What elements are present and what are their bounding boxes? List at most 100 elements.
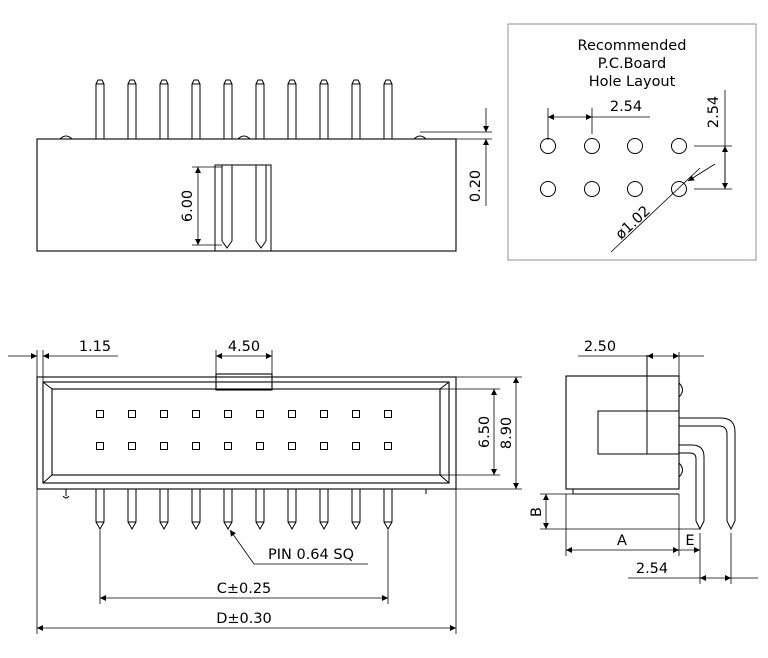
pin-square [96,410,104,418]
pin-square [320,410,328,418]
dim-b-value: B [529,507,545,517]
pin-square [224,442,232,450]
chamfer-bl [42,474,53,484]
window-pin-right [255,165,267,249]
pin-square [256,410,264,418]
side-view-pin [287,79,297,139]
front-view-leg [255,489,265,531]
end-view-bump-bottom [678,462,683,478]
pin-square [384,442,392,450]
end-view-slot-right [646,410,680,455]
layout-title-line2: P.C.Board [598,56,666,72]
front-view-legs [95,489,393,531]
pin-note-arrow [229,529,255,565]
end-view-base-step [572,489,679,495]
front-view-body-mid [42,381,450,484]
bump-middle [237,135,251,140]
front-view: 1.15 4.50 6.50 8.90 PIN 0.64 SQ C±0.25 D… [8,339,522,634]
dim-c-value: C±0.25 [217,581,272,597]
side-view-pin [351,79,361,139]
pin-square [384,410,392,418]
depth-value: 2.50 [584,339,616,355]
pin-square [192,410,200,418]
front-view-body-outer [36,376,457,490]
side-view-pin [255,79,265,139]
post-left-tip [62,495,70,499]
pcb-hole [584,181,600,197]
offset-value: 0.20 [468,170,484,202]
pin-square [320,442,328,450]
end-view-bump-top [678,382,683,398]
window-pin-left [221,165,233,249]
side-view-pin [191,79,201,139]
polarization-key [215,373,273,391]
lower-bent-pin-inner [679,452,697,521]
end-view-body [565,375,680,490]
pcb-hole [584,138,600,154]
side-view-pin [223,79,233,139]
side-view-pins [95,79,393,139]
side-view-pin [319,79,329,139]
side-view-body [36,138,457,252]
upper-bent-pin-outer [679,417,736,521]
pcb-hole [671,138,687,154]
pcb-hole [540,181,556,197]
pin-square [96,442,104,450]
side-view-pin [127,79,137,139]
pin-square [352,410,360,418]
side-view-pin [159,79,169,139]
pin-square [192,442,200,450]
pin-square [160,442,168,450]
pcb-hole-layout-panel: Recommended P.C.Board Hole Layout 2.54 2… [507,23,757,261]
diameter-leader [610,167,701,253]
end-view: 2.50 B A E 2.54 [529,339,758,584]
pin-square [288,442,296,450]
end-pitch-value: 2.54 [636,561,668,577]
front-view-leg [319,489,329,531]
pin-length-value: 6.00 [180,190,196,222]
pcb-hole [671,181,687,197]
pin-square [256,442,264,450]
front-view-leg [159,489,169,531]
layout-title-line3: Hole Layout [589,74,676,90]
front-view-leg [287,489,297,531]
pcb-hole [540,138,556,154]
pin-square [288,410,296,418]
pin-square [160,410,168,418]
pitch-v-value: 2.54 [706,96,722,128]
front-view-leg [127,489,137,531]
chamfer-br [439,474,450,484]
pin-square [128,442,136,450]
lower-bent-pin-tip [695,520,705,531]
lower-bent-pin-outer [679,444,705,521]
dim-e-value: E [685,533,694,549]
front-view-leg [351,489,361,531]
pin-square [224,410,232,418]
diameter-arrow [687,163,716,182]
bump-left [59,135,73,140]
pin-square [128,410,136,418]
chamfer-tl [42,381,53,390]
side-window [214,164,272,252]
inner-h-value: 6.50 [477,416,493,448]
front-view-leg [223,489,233,531]
front-view-pin-grid [96,410,392,450]
upper-bent-pin-inner [679,425,728,521]
side-view-pin [95,79,105,139]
wall-value: 1.15 [79,339,111,355]
side-view-pin [383,79,393,139]
pin-square [352,442,360,450]
front-view-leg [191,489,201,531]
pcb-hole [627,138,643,154]
front-view-cavity [51,388,441,476]
side-view: 6.00 0.20 [36,79,492,252]
chamfer-tr [439,381,450,390]
key-value: 4.50 [228,339,260,355]
layout-title-line1: Recommended [578,38,687,54]
upper-bent-pin-tip [726,520,736,531]
dim-d-value: D±0.30 [216,611,272,627]
hole-diameter-value: ø1.02 [613,203,654,243]
front-view-leg [95,489,105,531]
end-view-slot [597,410,648,455]
